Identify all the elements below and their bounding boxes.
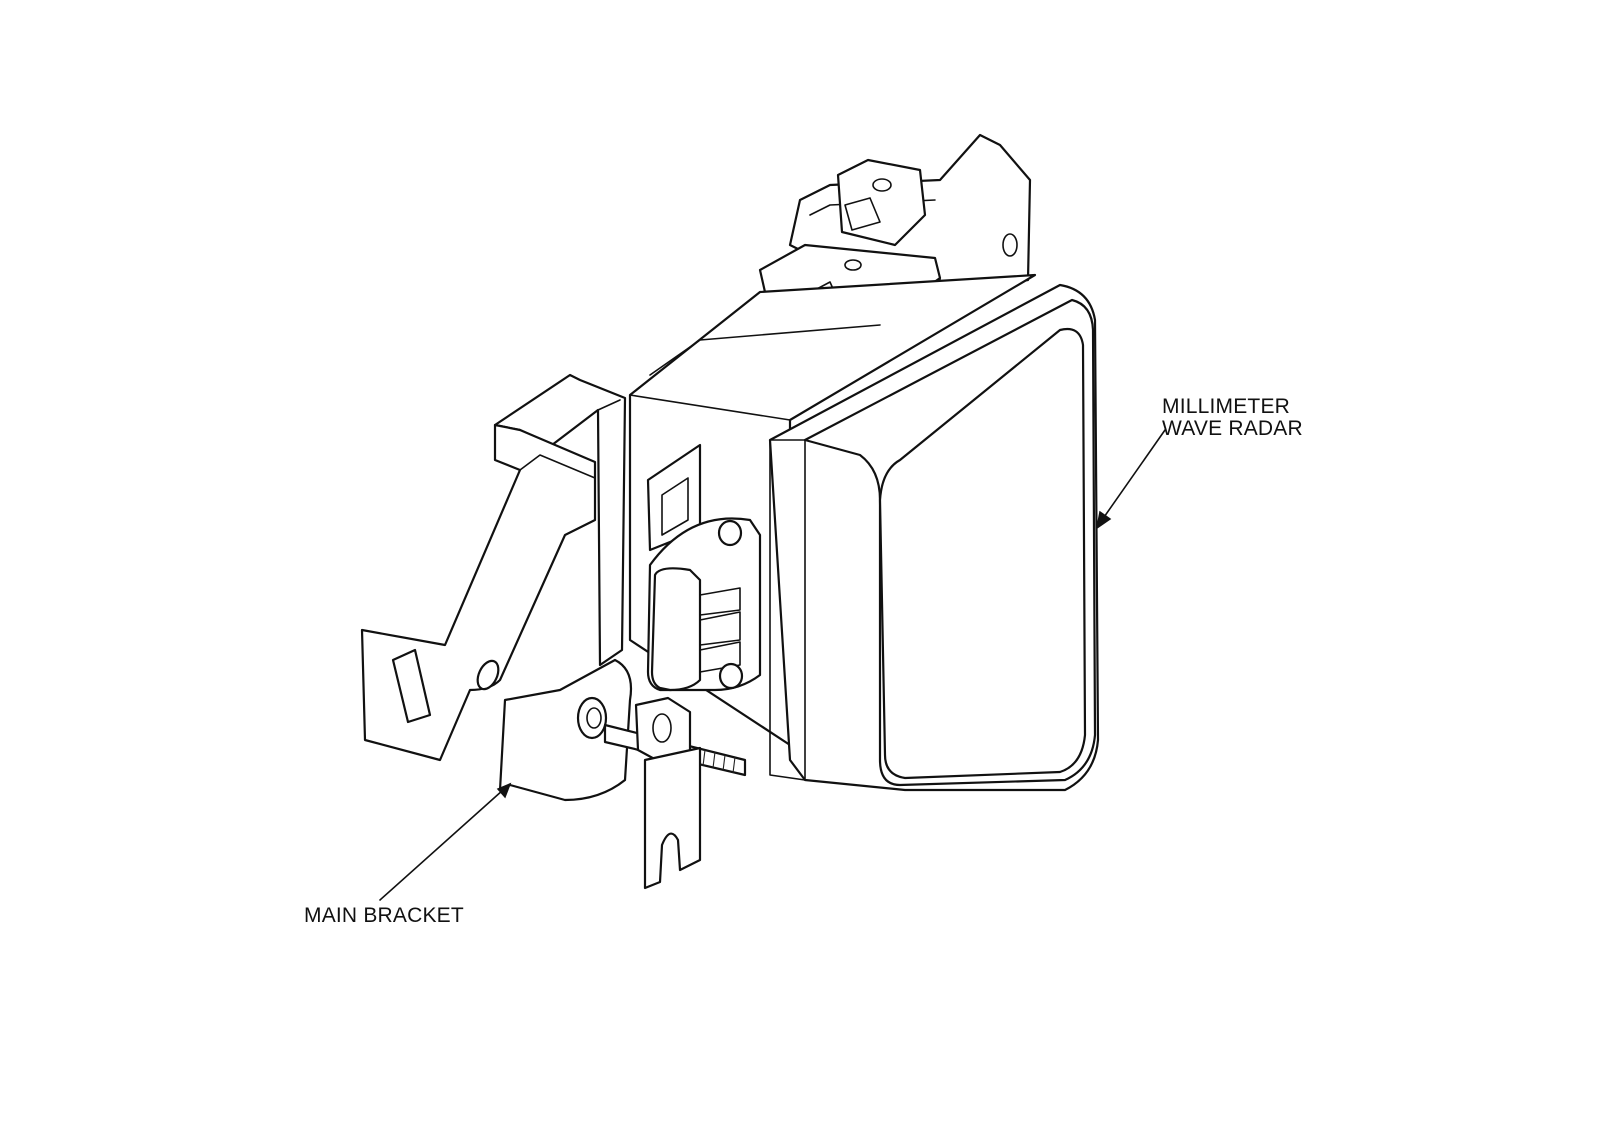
connector-panel [646,443,762,692]
bracket-label-text: MAIN BRACKET [304,904,464,927]
main-bracket-label: MAIN BRACKET [304,905,464,927]
radar-leader [1095,429,1166,530]
radar-front-cover [768,283,1100,792]
adjuster-bolt [603,696,747,890]
radar-label-line2: WAVE RADAR [1162,417,1303,440]
millimeter-wave-radar-label: MILLIMETER WAVE RADAR [1162,396,1303,440]
radar-label-line1: MILLIMETER [1162,395,1291,418]
bracket-leader [379,782,512,901]
main-bracket [360,373,633,802]
